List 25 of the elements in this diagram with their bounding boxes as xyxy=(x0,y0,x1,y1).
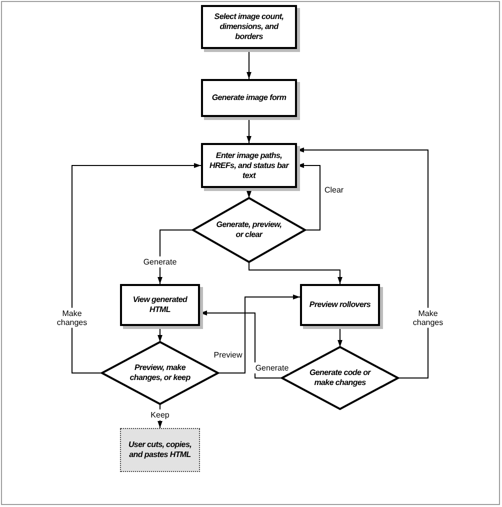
end-box xyxy=(120,428,200,472)
edge-label: Generate xyxy=(254,362,290,374)
node-label: Preview, make changes, or keep xyxy=(128,363,192,383)
edge-label: Generate xyxy=(142,256,178,268)
node-label: Generate, preview, or clear xyxy=(215,220,283,240)
node-label: Generate image form xyxy=(210,93,288,103)
process-box xyxy=(120,284,200,326)
arrow xyxy=(158,230,194,284)
edge-label: Keep xyxy=(150,409,170,421)
arrow xyxy=(248,262,342,284)
arrow xyxy=(158,404,162,428)
process-box xyxy=(201,79,297,117)
node-label: Preview rollovers xyxy=(308,300,372,310)
arrow xyxy=(218,294,300,374)
node-label: Select image count, dimensions, and borders xyxy=(213,12,285,42)
node-label: Enter image paths, HREFs, and status bar text xyxy=(208,150,290,180)
edge-label: Clear xyxy=(323,184,345,196)
process-box xyxy=(201,5,297,49)
node-label: View generated HTML xyxy=(132,295,188,315)
arrow xyxy=(72,163,202,374)
edge-label: Preview xyxy=(212,349,244,361)
process-box xyxy=(300,284,380,326)
node-label: Generate code or make changes xyxy=(308,368,372,388)
process-box xyxy=(201,143,297,188)
node-label: User cuts, copies, and pastes HTML xyxy=(127,440,193,460)
